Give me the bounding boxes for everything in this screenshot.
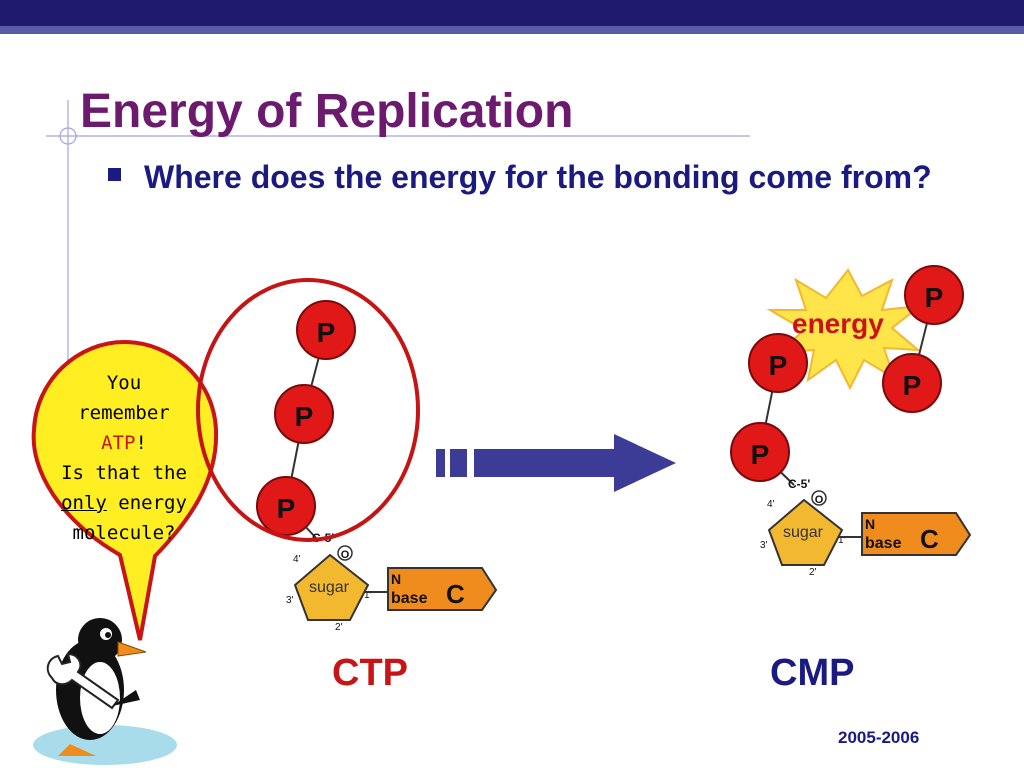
energy-label: energy <box>792 308 884 339</box>
base-n-label: N <box>391 571 401 587</box>
oxygen-atom <box>811 490 827 506</box>
bubble-text: You remember ATP! Is that the only energ… <box>38 368 210 548</box>
position-3: 3' <box>760 540 768 551</box>
phosphate-label: P <box>277 493 296 524</box>
penguin-flipper <box>112 690 140 706</box>
speech-bubble <box>31 339 219 641</box>
sugar-label: sugar <box>309 579 350 596</box>
footer-year: 2005-2006 <box>838 728 920 747</box>
base-letter: C <box>446 579 465 609</box>
phosphate-label: P <box>925 282 944 313</box>
phosphate-p2: P <box>274 384 334 444</box>
cytosine-base: N base C <box>861 512 972 556</box>
ctp-label: CTP <box>332 652 408 694</box>
position-2: 2' <box>335 622 343 633</box>
bubble-line-5: only energy <box>38 488 210 518</box>
bubble-energy: energy <box>106 492 187 514</box>
phosphate-bound-upper: P <box>748 333 808 393</box>
cytosine-base: N base C <box>387 567 498 611</box>
arrow-dash <box>450 449 467 477</box>
bubble-line-1: You <box>106 372 142 394</box>
energy-burst <box>766 268 924 391</box>
bubble-line-3: ATP! <box>38 428 210 458</box>
ctp-molecule: P P P C-5' O sugar 4' 3' 2' 1' N base C <box>196 278 498 633</box>
penguin-eye <box>105 632 111 638</box>
position-1: 1' <box>364 590 372 601</box>
bubble-line-6: molecule? <box>72 522 176 544</box>
penguin-foot <box>58 744 96 756</box>
phosphate-label: P <box>903 370 922 401</box>
guide-ring <box>59 127 77 145</box>
phosphate-p3: P <box>256 476 316 536</box>
phosphate-label: P <box>317 317 336 348</box>
phosphate-label: P <box>751 439 770 470</box>
bubble-only: only <box>61 492 107 514</box>
base-letter: C <box>920 524 939 554</box>
reaction-arrow <box>436 434 676 492</box>
oxygen-label: O <box>341 549 350 561</box>
sugar-pentagon: O sugar 4' 3' 2' 1' <box>286 545 388 633</box>
position-4: 4' <box>767 499 775 510</box>
position-1: 1' <box>838 535 846 546</box>
position-3: 3' <box>286 595 294 606</box>
phosphate-p1: P <box>296 300 356 360</box>
phosphate-bound-lower: P <box>730 422 790 482</box>
top-band <box>0 0 1024 26</box>
slide-title: Energy of Replication <box>80 85 574 138</box>
bubble-shape <box>31 339 219 641</box>
sugar-pentagon: O sugar 4' 3' 2' 1' <box>760 490 862 578</box>
position-2: 2' <box>809 567 817 578</box>
base-word: base <box>865 535 902 552</box>
carbon-label: C-5' <box>788 477 810 491</box>
position-4: 4' <box>293 554 301 565</box>
oxygen-label: O <box>815 494 824 506</box>
sugar-label: sugar <box>783 524 824 541</box>
bubble-line-4: Is that the <box>61 462 187 484</box>
arrow-dash <box>436 449 445 477</box>
bubble-atp: ATP <box>101 432 136 454</box>
penguin-mascot <box>33 618 177 765</box>
phosphate-released-2: P <box>882 353 942 413</box>
cmp-molecule: P P P P C-5' O sugar 4' 3' 2' 1' N <box>730 265 972 578</box>
arrow-head <box>474 434 676 492</box>
penguin-head <box>78 618 122 662</box>
base-n-label: N <box>865 516 875 532</box>
base-word: base <box>391 590 428 607</box>
phosphate-label: P <box>295 401 314 432</box>
wrench-icon <box>46 652 120 710</box>
phosphate-released-1: P <box>904 265 964 325</box>
bullet-text: Where does the energy for the bonding co… <box>144 159 932 195</box>
triphosphate-circle <box>196 278 420 542</box>
oxygen-atom <box>337 545 353 561</box>
phosphate-label: P <box>769 350 788 381</box>
cmp-label: CMP <box>770 652 855 694</box>
bubble-line-2: remember <box>78 402 170 424</box>
bullet-square-icon <box>108 168 121 181</box>
top-stripe <box>0 26 1024 34</box>
bubble-exclaim: ! <box>135 432 147 454</box>
penguin-beak <box>117 641 147 657</box>
